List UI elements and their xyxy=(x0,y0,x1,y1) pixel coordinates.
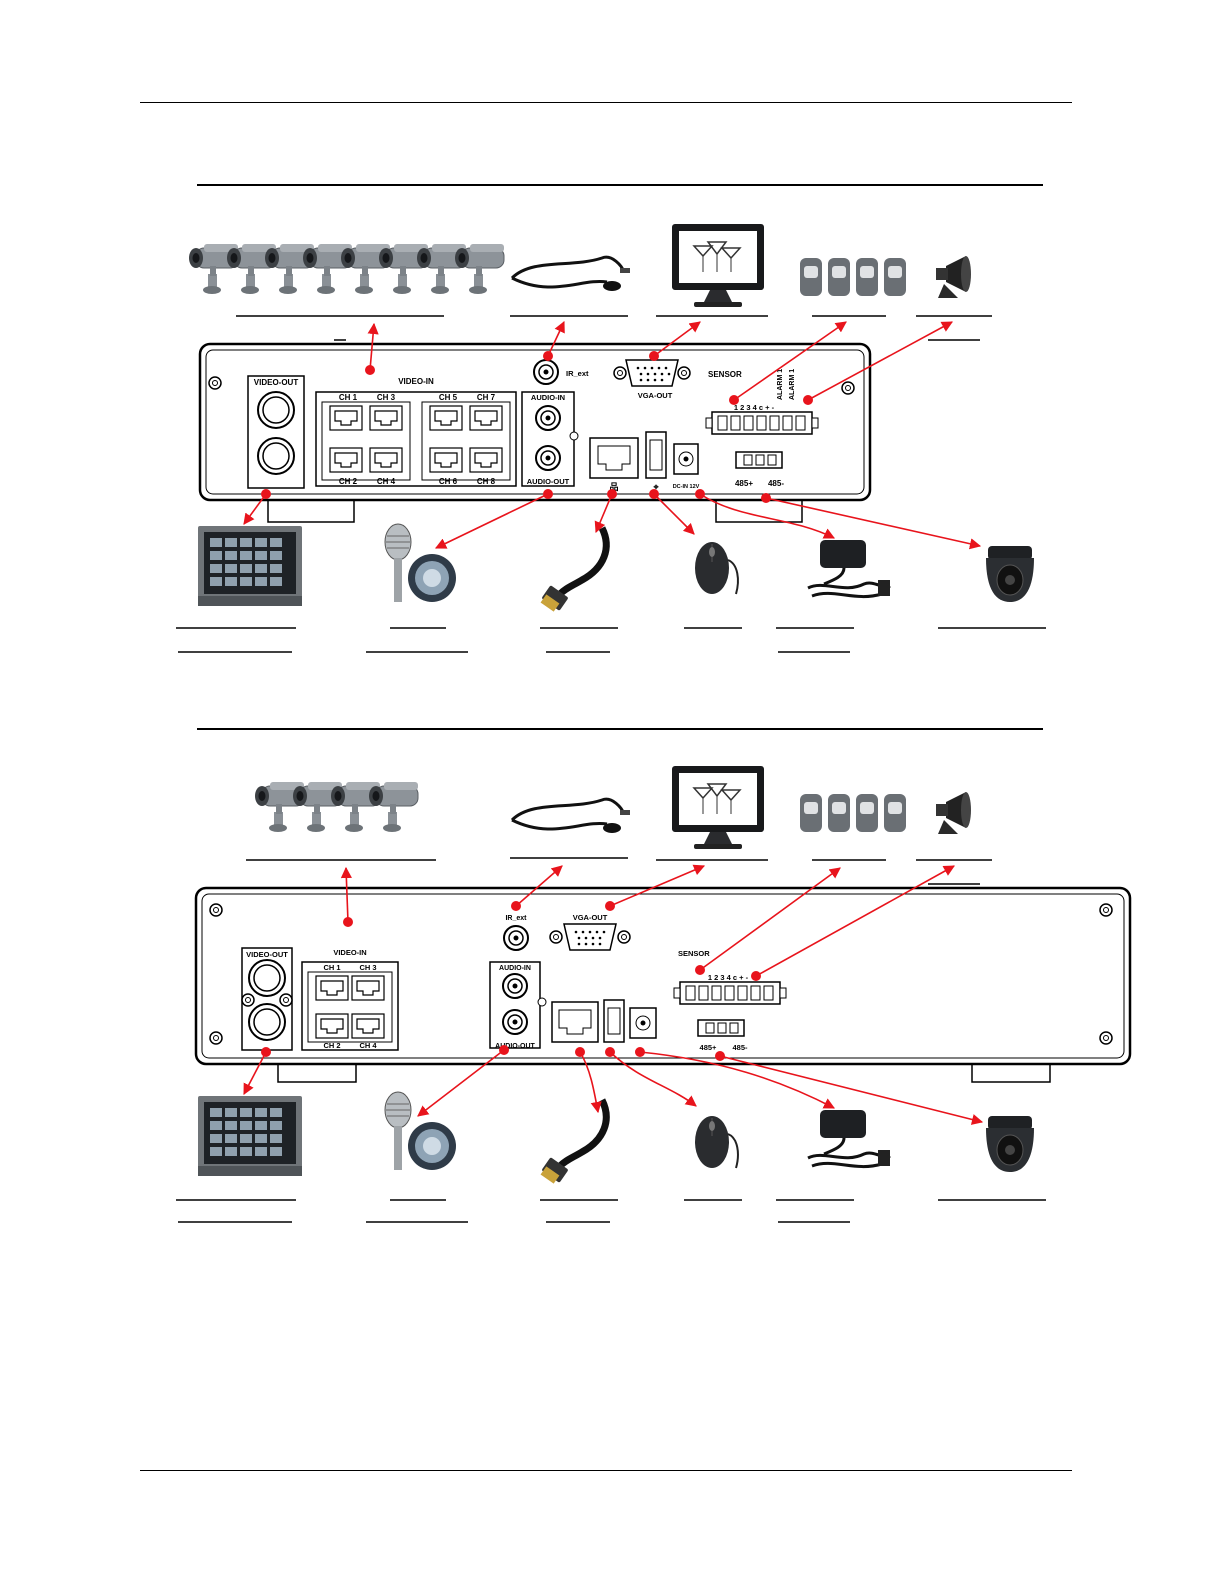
section-rule-8ch xyxy=(197,184,1043,186)
label-ch5: CH 5 xyxy=(439,393,458,402)
monitor-icon xyxy=(671,223,765,308)
label-sensor: SENSOR xyxy=(678,949,710,958)
label-audio-out: AUDIO-OUT xyxy=(527,477,570,486)
label-dc-in: DC-IN 12V xyxy=(673,484,700,490)
label-ch8: CH 8 xyxy=(477,477,496,486)
label-terminal-numbers: 1 2 3 4 c + - xyxy=(708,973,749,982)
mouse-icon xyxy=(694,541,739,595)
label-ch4: CH 4 xyxy=(359,1041,377,1050)
connection-dots-4ch xyxy=(261,901,761,1061)
lan-icon: 品 xyxy=(609,482,618,492)
label-ch3: CH 3 xyxy=(359,963,376,972)
label-audio-in: AUDIO-IN xyxy=(531,393,565,402)
mouse-icon xyxy=(694,1115,739,1169)
label-vga-out: VGA-OUT xyxy=(638,391,673,400)
sensor-icon xyxy=(800,258,906,296)
label-485-plus: 485+ xyxy=(735,479,753,488)
microphone-icon xyxy=(384,523,457,603)
footer-rule xyxy=(140,1470,1072,1471)
dc-in-port xyxy=(629,1007,657,1039)
microphone-icon xyxy=(384,1091,457,1171)
label-ch2: CH 2 xyxy=(323,1041,340,1050)
label-485-minus: 485- xyxy=(768,479,784,488)
mouse-port-icon: ⌖ xyxy=(652,482,659,492)
camera-icon xyxy=(254,781,419,833)
section-rule-4ch xyxy=(197,728,1043,730)
label-ch1: CH 1 xyxy=(323,963,340,972)
dvr-rear-panel-4ch: VIDEO-OUT VIDEO-IN CH 1 CH 3 CH 2 CH 4 A… xyxy=(194,886,1132,1083)
network-cable-icon xyxy=(541,528,607,612)
monitor-icon xyxy=(671,765,765,850)
lan-port xyxy=(551,1001,599,1043)
label-audio-in: AUDIO-IN xyxy=(499,965,531,972)
crt-monitor-icon xyxy=(198,1096,302,1176)
label-ch6: CH 6 xyxy=(439,477,458,486)
label-ch7: CH 7 xyxy=(477,393,496,402)
diagram-8ch: VIDEO-OUT VIDEO-IN CH 1 CH 3 CH 5 CH 7 C… xyxy=(176,223,1046,653)
power-switch xyxy=(603,999,625,1043)
crt-monitor-icon xyxy=(198,526,302,606)
label-ch2: CH 2 xyxy=(339,477,358,486)
power-adapter-icon xyxy=(806,538,892,599)
label-sensor: SENSOR xyxy=(708,370,742,379)
label-video-out: VIDEO-OUT xyxy=(254,378,299,387)
label-485-plus: 485+ xyxy=(700,1043,718,1052)
camera-icon xyxy=(188,243,505,295)
ir-cable-icon xyxy=(510,255,632,293)
siren-icon xyxy=(936,792,971,834)
label-video-out: VIDEO-OUT xyxy=(246,950,288,959)
network-cable-icon xyxy=(541,1100,607,1184)
label-video-in: VIDEO-IN xyxy=(333,948,366,957)
label-terminal-numbers: 1 2 3 4 c + - xyxy=(734,403,775,412)
device-caption-lines-bottom xyxy=(176,627,1046,653)
diagram-4ch: VIDEO-OUT VIDEO-IN CH 1 CH 3 CH 2 CH 4 A… xyxy=(176,765,1132,1223)
label-ir-ext: IR_ext xyxy=(505,915,527,922)
device-caption-lines-top xyxy=(246,857,992,885)
label-video-in: VIDEO-IN xyxy=(398,377,434,386)
ir-cable-icon xyxy=(510,797,632,835)
dvr-rear-panel-8ch: VIDEO-OUT VIDEO-IN CH 1 CH 3 CH 5 CH 7 C… xyxy=(198,342,872,523)
power-adapter-icon xyxy=(806,1108,892,1169)
device-caption-lines-bottom xyxy=(176,1199,1046,1223)
connection-arrows-4ch xyxy=(243,864,984,1125)
header-rule xyxy=(140,102,1072,103)
ptz-dome-icon xyxy=(985,1115,1035,1173)
power-switch xyxy=(645,431,667,479)
label-485-minus: 485- xyxy=(732,1043,748,1052)
sensor-icon xyxy=(800,794,906,832)
connection-dots-8ch xyxy=(261,351,813,503)
label-ir-ext: IR_ext xyxy=(566,369,589,378)
label-ch3: CH 3 xyxy=(377,393,396,402)
label-audio-out: AUDIO-OUT xyxy=(495,1043,535,1050)
device-caption-lines-top xyxy=(236,315,992,341)
label-ch4: CH 4 xyxy=(377,477,396,486)
ptz-dome-icon xyxy=(985,545,1035,603)
label-vga-out: VGA-OUT xyxy=(573,913,608,922)
label-alarm-1: ALARM 1 xyxy=(777,369,784,400)
label-alarm-2: ALARM 1 xyxy=(789,369,796,400)
lan-port xyxy=(589,437,639,479)
siren-icon xyxy=(936,256,971,298)
connection-arrows-8ch xyxy=(243,320,982,550)
label-ch1: CH 1 xyxy=(339,393,358,402)
